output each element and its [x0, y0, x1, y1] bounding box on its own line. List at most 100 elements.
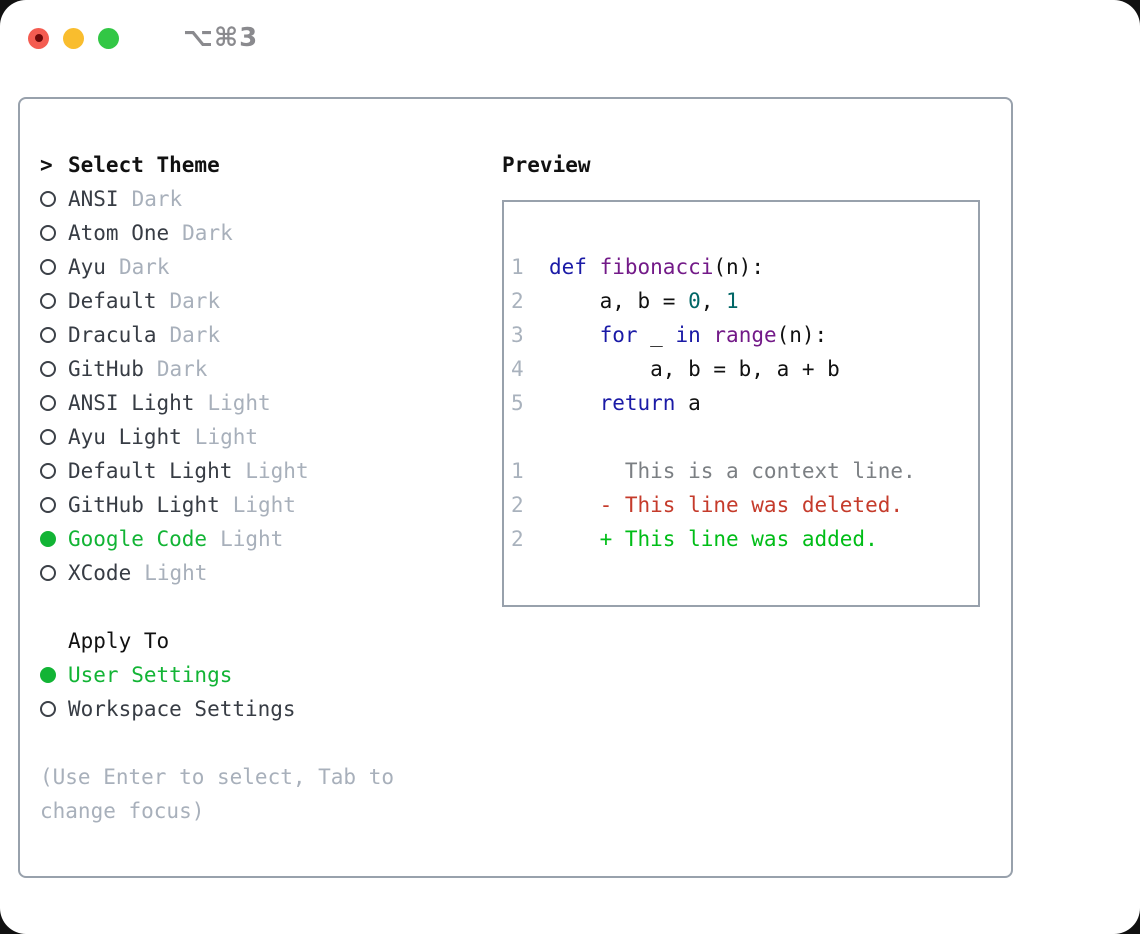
code-token-del: - This line was deleted.: [549, 493, 904, 517]
cursor-icon: >: [40, 153, 53, 177]
code-token-kw: def: [549, 255, 587, 279]
code-token-pln: [549, 323, 600, 347]
theme-option[interactable]: Dracula Dark: [40, 318, 502, 352]
preview-header-row: Preview: [502, 148, 1011, 182]
preview-title: Preview: [502, 153, 591, 177]
radio-marker-col: [40, 463, 68, 479]
apply-option[interactable]: Workspace Settings: [40, 692, 502, 726]
code-token-pln: [701, 323, 714, 347]
window-title: ⌥⌘3: [183, 23, 259, 53]
code-token-pln: _: [637, 323, 676, 347]
theme-option[interactable]: Atom One Dark: [40, 216, 502, 250]
radio-icon: [40, 701, 56, 717]
radio-icon: [40, 327, 56, 343]
theme-option[interactable]: ANSI Dark: [40, 182, 502, 216]
radio-marker-col: [40, 395, 68, 411]
theme-variant-tag: Light: [207, 391, 271, 415]
radio-icon: [40, 293, 56, 309]
radio-icon: [40, 361, 56, 377]
theme-option[interactable]: ANSI Light Light: [40, 386, 502, 420]
code-line: 2 - This line was deleted.: [511, 488, 978, 522]
code-token-fn: fibonacci: [599, 255, 714, 279]
theme-list-title: Select Theme: [68, 153, 220, 177]
line-number: 2: [511, 493, 524, 517]
theme-variant-tag: Light: [194, 425, 259, 449]
radio-marker-col: [40, 259, 68, 275]
code-token-pln: [549, 391, 600, 415]
apply-to-header-row: Apply To: [40, 624, 502, 658]
code-token-ctx: This is a context line.: [549, 459, 916, 483]
theme-variant-tag: Light: [232, 493, 296, 517]
option-label: Ayu Light: [68, 425, 182, 449]
option-label: XCode: [68, 561, 132, 585]
code-line: 2 a, b = 0, 1: [511, 284, 978, 318]
line-number: 2: [511, 289, 524, 313]
radio-icon: [40, 565, 56, 581]
theme-variant-tag: Dark: [169, 323, 221, 347]
close-button-icon[interactable]: [28, 27, 49, 49]
code-line: 4 a, b = b, a + b: [511, 352, 978, 386]
theme-option[interactable]: Ayu Light Light: [40, 420, 502, 454]
radio-icon: [40, 191, 56, 207]
code-token-pln: [587, 255, 600, 279]
option-label: ANSI Light: [68, 391, 195, 415]
apply-to-title: Apply To: [68, 629, 170, 653]
code-token-pln: a, b = b, a + b: [549, 357, 840, 381]
radio-marker-col: [40, 701, 68, 717]
code-line: [511, 420, 978, 454]
title-bar: ⌥⌘3: [0, 0, 1140, 76]
radio-marker-col: [40, 497, 68, 513]
focus-cursor: >: [40, 153, 68, 177]
code-token-pln: (n):: [713, 255, 764, 279]
radio-marker-col: [40, 327, 68, 343]
radio-marker-col: [40, 191, 68, 207]
line-number: 3: [511, 323, 524, 347]
radio-marker-col: [40, 225, 68, 241]
option-label: Default: [68, 289, 157, 313]
line-number: 5: [511, 391, 524, 415]
zoom-button-icon[interactable]: [98, 27, 119, 49]
theme-list-header-row: > Select Theme: [40, 148, 502, 182]
code-token-kw: in: [675, 323, 701, 347]
code-token-kw: for: [599, 323, 638, 347]
radio-marker-col: [40, 565, 68, 581]
theme-variant-tag: Dark: [131, 187, 183, 211]
theme-option[interactable]: Default Dark: [40, 284, 502, 318]
radio-icon: [40, 259, 56, 275]
radio-icon: [40, 429, 56, 445]
option-label: Dracula: [68, 323, 157, 347]
radio-icon: [40, 463, 56, 479]
radio-marker-col: [40, 429, 68, 445]
code-line: 1 This is a context line.: [511, 454, 978, 488]
theme-variant-tag: Dark: [169, 289, 221, 313]
radio-selected-icon: [40, 667, 56, 683]
theme-variant-tag: Light: [220, 527, 284, 551]
code-token-lit: 1: [726, 289, 739, 313]
option-label: Atom One: [68, 221, 170, 245]
radio-marker-col: [40, 293, 68, 309]
minimize-button-icon[interactable]: [63, 27, 84, 49]
apply-option[interactable]: User Settings: [40, 658, 502, 692]
line-number: 4: [511, 357, 524, 381]
theme-variant-tag: Dark: [118, 255, 170, 279]
code-token-lit: 0: [688, 289, 701, 313]
theme-variant-tag: Dark: [182, 221, 233, 245]
radio-icon: [40, 497, 56, 513]
option-label: GitHub: [68, 357, 144, 381]
option-label: ANSI: [68, 187, 119, 211]
code-line: 5 return a: [511, 386, 978, 420]
code-token-fn: range: [713, 323, 777, 347]
radio-icon: [40, 225, 56, 241]
radio-marker-col: [40, 667, 68, 683]
